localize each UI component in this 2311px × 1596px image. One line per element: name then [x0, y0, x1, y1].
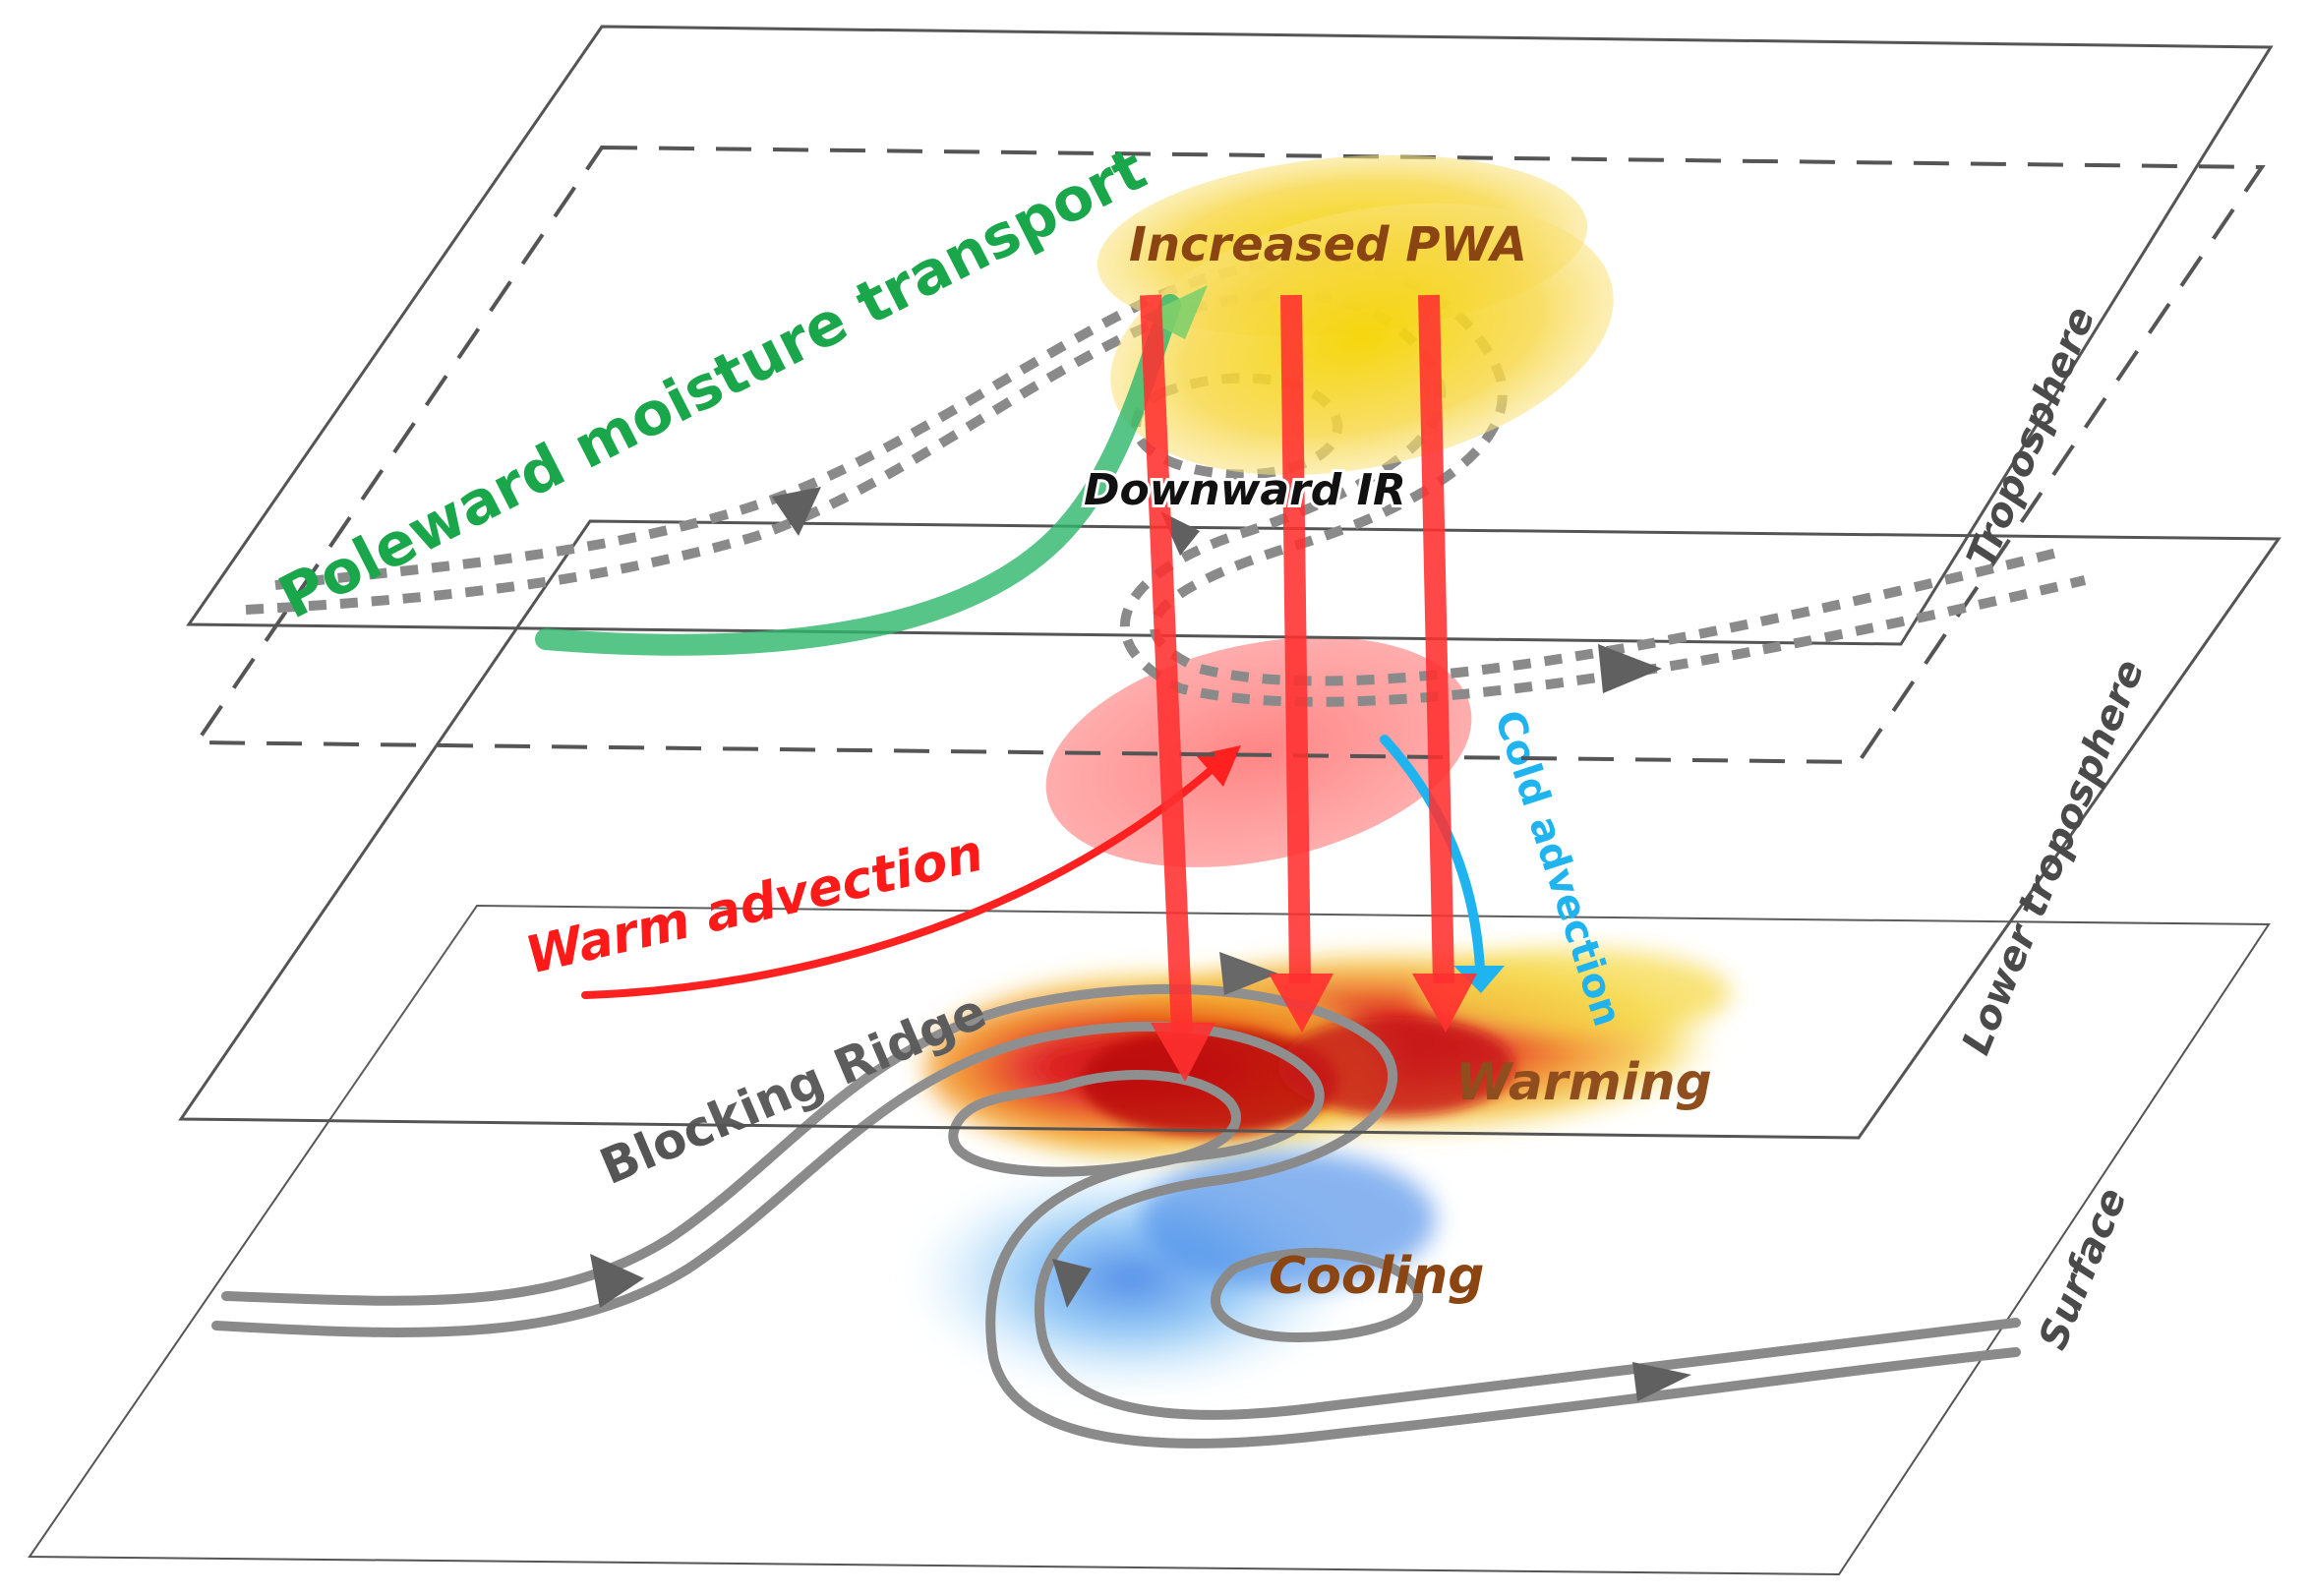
warm-air-blob — [1045, 637, 1472, 867]
troposphere-label: Troposphere — [1959, 301, 2104, 574]
ir-arrow — [1269, 294, 1333, 1033]
surface-streamlines — [211, 983, 2021, 1448]
moisture-transport-arrow — [535, 285, 1208, 656]
surface-flow-arrowheads — [590, 952, 1691, 1401]
dashed-flow-boundary — [193, 145, 2266, 765]
downward-ir-label: Downward IR — [1084, 465, 1406, 515]
warming-label: Warming — [1455, 1053, 1712, 1112]
ir-arrow — [1412, 294, 1477, 1033]
increased-pwa-blob — [1096, 154, 1614, 476]
cooling-label: Cooling — [1269, 1247, 1485, 1306]
cold-advection-arrow — [1380, 735, 1505, 993]
increased-pwa-label: Increased PWA — [1129, 217, 1527, 272]
troposphere-plane — [186, 25, 2274, 646]
downward-ir-arrows — [1140, 294, 1477, 1082]
ir-arrow — [1140, 294, 1215, 1082]
